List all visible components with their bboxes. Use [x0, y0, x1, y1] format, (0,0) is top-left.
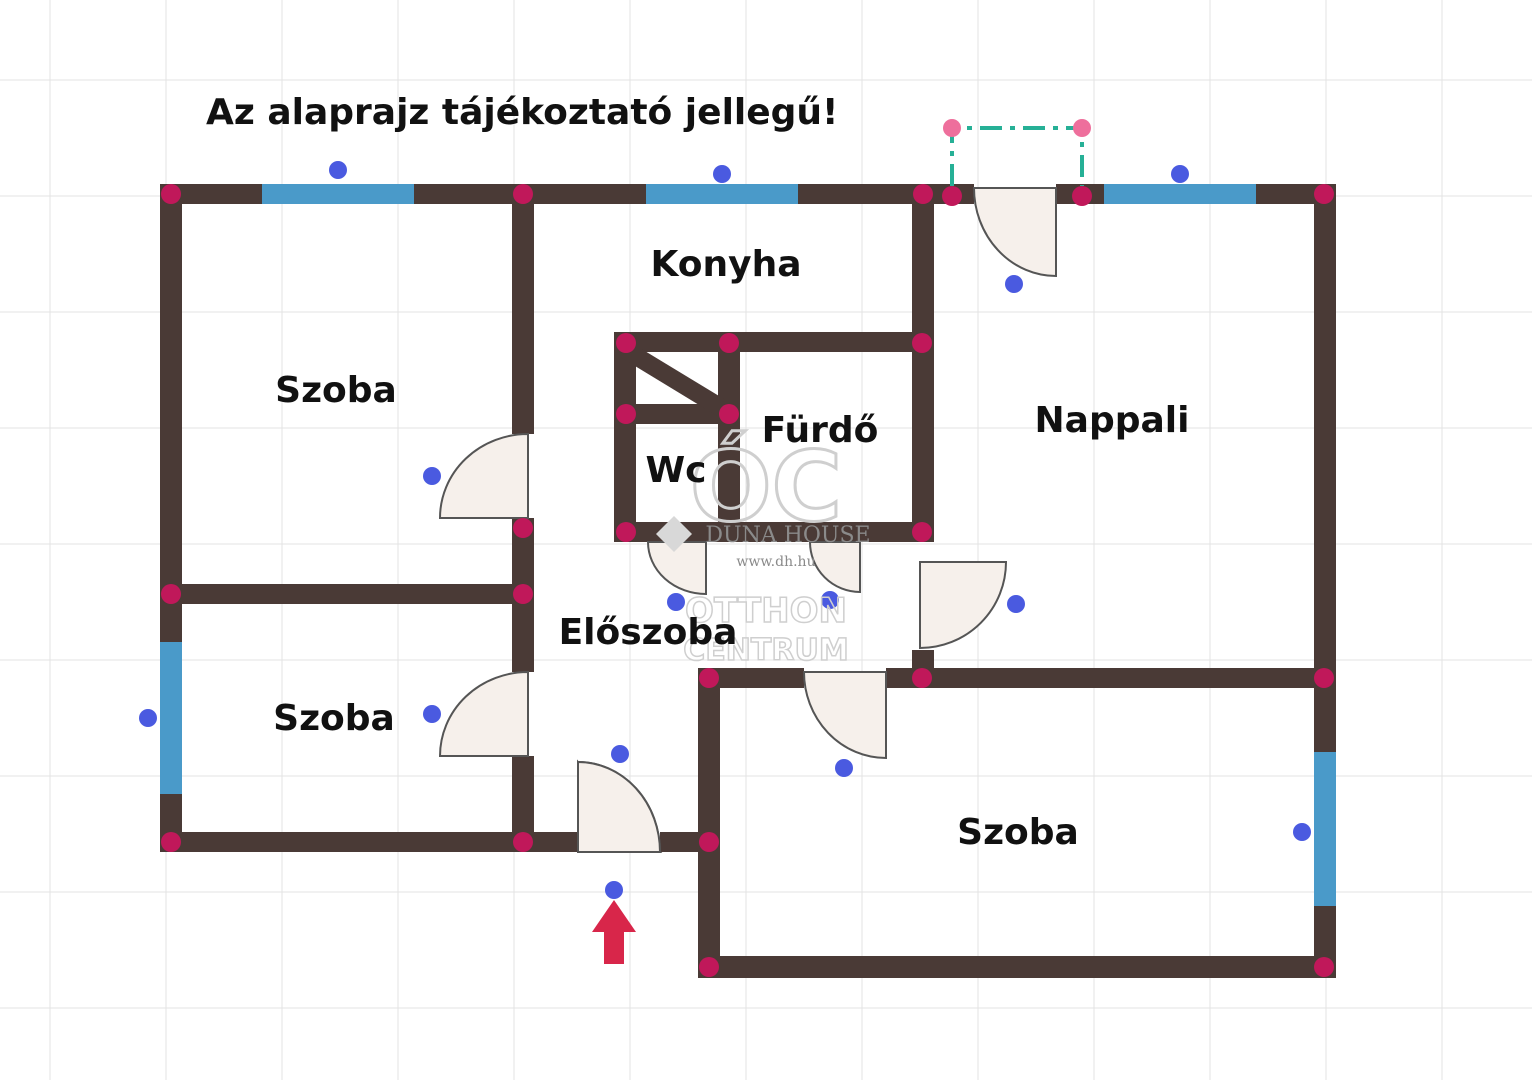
wall-node	[161, 184, 181, 204]
window-markers	[139, 161, 1311, 841]
door-wc	[646, 541, 707, 596]
wall-node	[513, 184, 533, 204]
window-right	[1314, 752, 1336, 906]
wall-inner-v1c	[512, 756, 534, 852]
room-label-konyha: Konyha	[650, 244, 801, 285]
room-label-szoba-1: Szoba	[275, 370, 397, 411]
wall-node	[912, 522, 932, 542]
room-label-szoba-2: Szoba	[273, 698, 395, 739]
wall-node	[699, 957, 719, 977]
watermark-line1: OTTHON	[685, 591, 847, 631]
door-nappali	[919, 561, 1008, 650]
window-left	[160, 642, 182, 794]
wall-mid-h-2	[886, 668, 1336, 688]
wall-node	[1314, 668, 1334, 688]
room-label-eloszoba: Előszoba	[559, 612, 738, 653]
window-marker	[1293, 823, 1311, 841]
wall-node	[161, 832, 181, 852]
wall-node	[942, 186, 962, 206]
wall-bottom-left	[160, 832, 578, 852]
room-label-nappali: Nappali	[1035, 400, 1190, 441]
wall-node	[616, 404, 636, 424]
door-szoba-3	[802, 671, 887, 760]
wall-node	[161, 584, 181, 604]
door-marker	[423, 705, 441, 723]
window-marker	[329, 161, 347, 179]
watermark-brand: DUNA HOUSE	[705, 523, 870, 548]
watermark: ÓC DUNA HOUSE www.dh.hu OTTHON CENTRUM	[656, 429, 871, 669]
wall-nodes	[161, 184, 1334, 977]
wall-node	[1314, 957, 1334, 977]
wall-top-1	[160, 184, 262, 204]
door-marker	[605, 881, 623, 899]
window-top-kitchen	[646, 184, 798, 204]
door-marker	[835, 759, 853, 777]
window-marker	[1171, 165, 1189, 183]
wall-wc-right	[718, 332, 740, 542]
shaft-diagonal	[621, 342, 733, 420]
wall-node	[1072, 186, 1092, 206]
wall-node	[719, 333, 739, 353]
disclaimer-title: Az alaprajz tájékoztató jellegű!	[206, 92, 838, 133]
wall-node	[912, 333, 932, 353]
wall-node	[513, 584, 533, 604]
door-marker	[667, 593, 685, 611]
door-balcony	[972, 187, 1057, 278]
wall-inner-h-rooms	[160, 584, 534, 604]
watermark-url: www.dh.hu	[736, 554, 815, 570]
wall-node	[912, 668, 932, 688]
wall-node	[699, 668, 719, 688]
window-marker	[139, 709, 157, 727]
balcony-outline	[943, 119, 1091, 186]
wall-node	[513, 832, 533, 852]
wall-bath-left	[614, 332, 636, 542]
window-marker	[713, 165, 731, 183]
door-furdo	[808, 541, 861, 594]
doors	[438, 187, 1057, 853]
wall-node	[1314, 184, 1334, 204]
wall-bath-bottom	[614, 522, 934, 542]
balcony-node	[943, 119, 961, 137]
watermark-monogram: ÓC	[690, 430, 842, 543]
windows	[160, 184, 1336, 906]
door-marker	[1005, 275, 1023, 293]
entrance-arrow-icon	[592, 900, 636, 964]
door-marker	[611, 745, 629, 763]
watermark-diamond-icon	[656, 516, 692, 552]
door-szoba-1	[438, 432, 529, 519]
room-label-szoba-3: Szoba	[957, 812, 1079, 853]
wall-right-1	[1314, 184, 1336, 752]
room-label-furdo: Fürdő	[762, 410, 879, 451]
window-top-right	[1104, 184, 1256, 204]
wall-mid-h-1	[698, 668, 804, 688]
room-label-wc: Wc	[645, 450, 706, 491]
balcony-node	[1073, 119, 1091, 137]
wall-room3-left	[698, 668, 720, 978]
wall-node	[616, 333, 636, 353]
wall-bath-top	[614, 332, 934, 352]
wall-inner-v1	[512, 184, 534, 434]
door-marker	[821, 591, 839, 609]
walls	[160, 184, 1336, 978]
wall-kitchen-right	[912, 184, 934, 536]
wall-node	[913, 184, 933, 204]
door-marker	[423, 467, 441, 485]
window-top-left	[262, 184, 414, 204]
wall-left-1	[160, 184, 182, 642]
door-marker	[1007, 595, 1025, 613]
door-szoba-2	[438, 670, 529, 757]
wall-node	[699, 832, 719, 852]
wall-room3-bottom	[698, 956, 1336, 978]
door-markers	[423, 275, 1025, 899]
watermark-line2: CENTRUM	[683, 633, 848, 668]
wall-node	[719, 404, 739, 424]
wall-node	[616, 522, 636, 542]
wall-node	[513, 518, 533, 538]
door-entrance-leaf	[577, 760, 662, 853]
